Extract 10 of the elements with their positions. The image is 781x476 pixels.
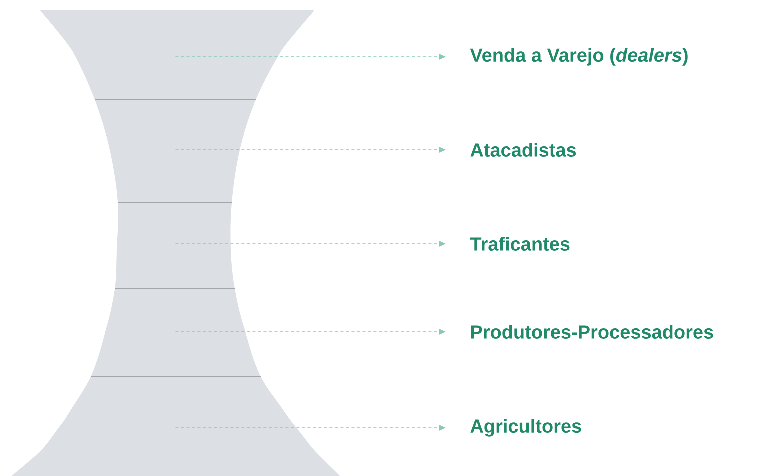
- band: [115, 203, 235, 289]
- band: [91, 289, 261, 377]
- band: [95, 100, 256, 203]
- band: [12, 377, 340, 476]
- stage-label: Atacadistas: [470, 143, 576, 157]
- stage-label: Venda a Varejo (dealers): [470, 48, 688, 66]
- band: [40, 10, 315, 100]
- stage-label: Traficantes: [470, 237, 570, 251]
- stage-label: Produtores-Processadores: [471, 325, 714, 339]
- stage-label: Agricultores: [470, 419, 582, 437]
